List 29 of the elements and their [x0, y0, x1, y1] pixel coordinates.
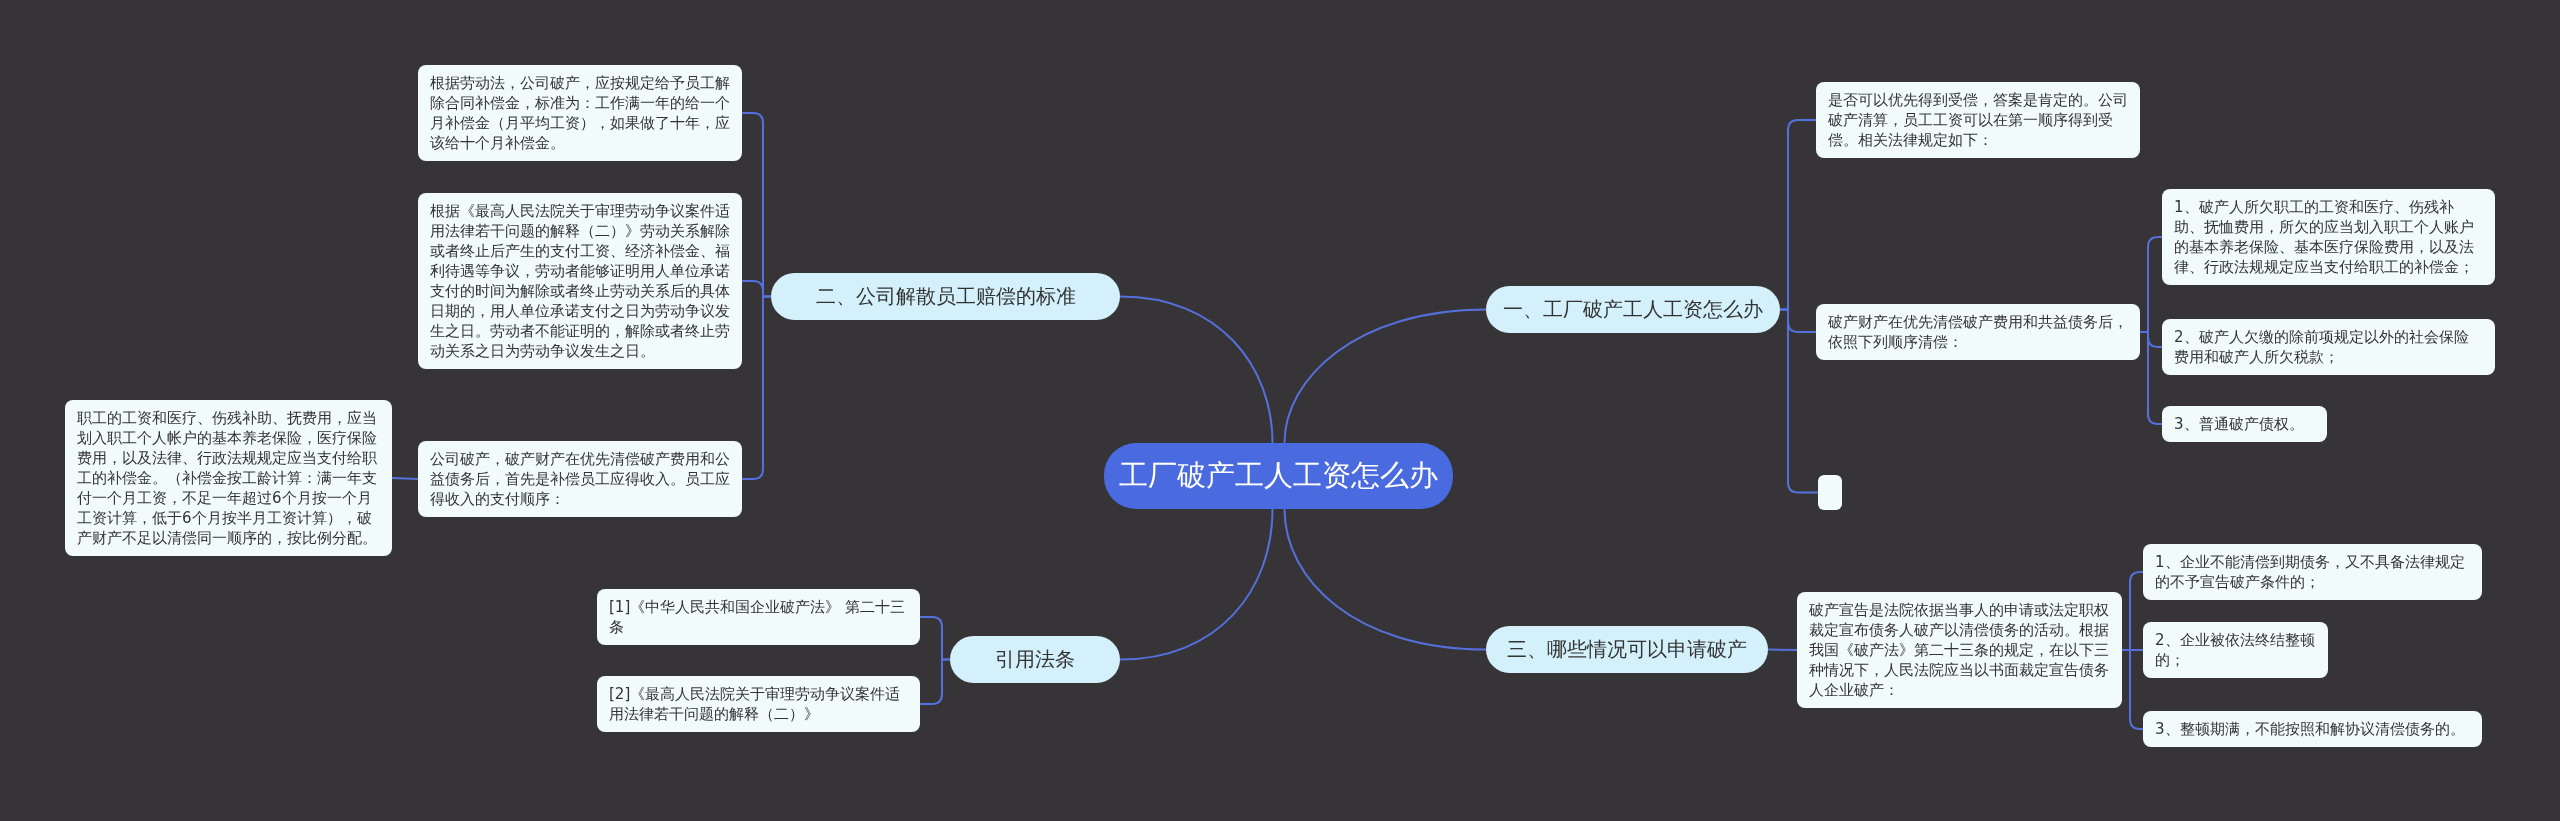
note-box: 2、企业被依法终结整顿的； [2143, 622, 2328, 678]
connector-line [1767, 648, 1798, 651]
note-box: 3、普通破产债权。 [2162, 406, 2327, 442]
note-box: 3、整顿期满，不能按照和解协议清偿债务的。 [2143, 711, 2482, 747]
note-box: 破产宣告是法院依据当事人的申请或法定职权裁定宣布债务人破产以清偿债务的活动。根据我国《破产法》第二十三条的规定，在以下三种情况下，人民法院应当以书面裁定宣告债务人企业破产： [1797, 592, 2122, 708]
note-box: 是否可以优先得到受偿，答案是肯定的。公司破产清算，员工工资可以在第一顺序得到受偿。相关法律规定如下： [1816, 82, 2140, 158]
note-box: 2、破产人欠缴的除前项规定以外的社会保险费用和破产人所欠税款； [2162, 319, 2495, 375]
note-box: 根据《最高人民法院关于审理劳动争议案件适用法律若干问题的解释（二）》劳动关系解除或者终止后产生的支付工资、经济补偿金、福利待遇等争议，劳动者能够证明用人单位承诺支付的时间为解除或者终止劳动关系后的具体日期的，用人单位承诺支付之日为劳动争议发生之日。劳动者不能证明的，解除或者终止劳动关系之日为劳动争议发生之日。 [418, 193, 742, 369]
topic-box: 二、公司解散员工赔偿的标准 [771, 272, 1120, 320]
note-box: 破产财产在优先清偿破产费用和共益债务后，依照下列顺序清偿： [1816, 304, 2140, 360]
topic-box: 三、哪些情况可以申请破产 [1486, 625, 1768, 673]
connector-line [391, 477, 419, 480]
topic-box: 引用法条 [950, 635, 1120, 683]
empty-box [1818, 474, 1842, 510]
note-box: 根据劳动法，公司破产，应按规定给予员工解除合同补偿金，标准为：工作满一年的给一个月补偿金（月平均工资），如果做了十年，应该给十个月补偿金。 [418, 65, 742, 161]
note-box: [2]《最高人民法院关于审理劳动争议案件适用法律若干问题的解释（二）》 [597, 676, 920, 732]
note-box: 职工的工资和医疗、伤残补助、抚费用，应当划入职工个人帐户的基本养老保险，医疗保险费用，以及法律、行政法规规定应当支付给职工的补偿金。（补偿金按工龄计算：满一年支付一个月工资，不足一年超过6个月按一个月工资计算，低于6个月按半月工资计算），破产财产不足以清偿同一顺序的，按比例分配。 [65, 400, 392, 556]
connector-line [1283, 308, 1487, 444]
note-box: 公司破产，破产财产在优先清偿破产费用和公益债务后，首先是补偿员工应得收入。员工应得收入的支付顺序： [418, 441, 742, 517]
note-box: 1、破产人所欠职工的工资和医疗、伤残补助、抚恤费用，所欠的应当划入职工个人账户的基本养老保险、基本医疗保险费用，以及法律、行政法规规定应当支付给职工的补偿金； [2162, 189, 2495, 285]
connector-line [1119, 508, 1274, 661]
connector-line [1283, 508, 1487, 651]
note-box: 1、企业不能清偿到期债务，又不具备法律规定的不予宣告破产条件的； [2143, 544, 2482, 600]
note-box: [1]《中华人民共和国企业破产法》 第二十三条 [597, 589, 920, 645]
central-topic: 工厂破产工人工资怎么办 [1104, 443, 1453, 509]
connector-line [741, 295, 772, 480]
connector-line [1119, 295, 1274, 444]
connector-line [919, 658, 951, 705]
topic-box: 一、工厂破产工人工资怎么办 [1486, 285, 1780, 333]
